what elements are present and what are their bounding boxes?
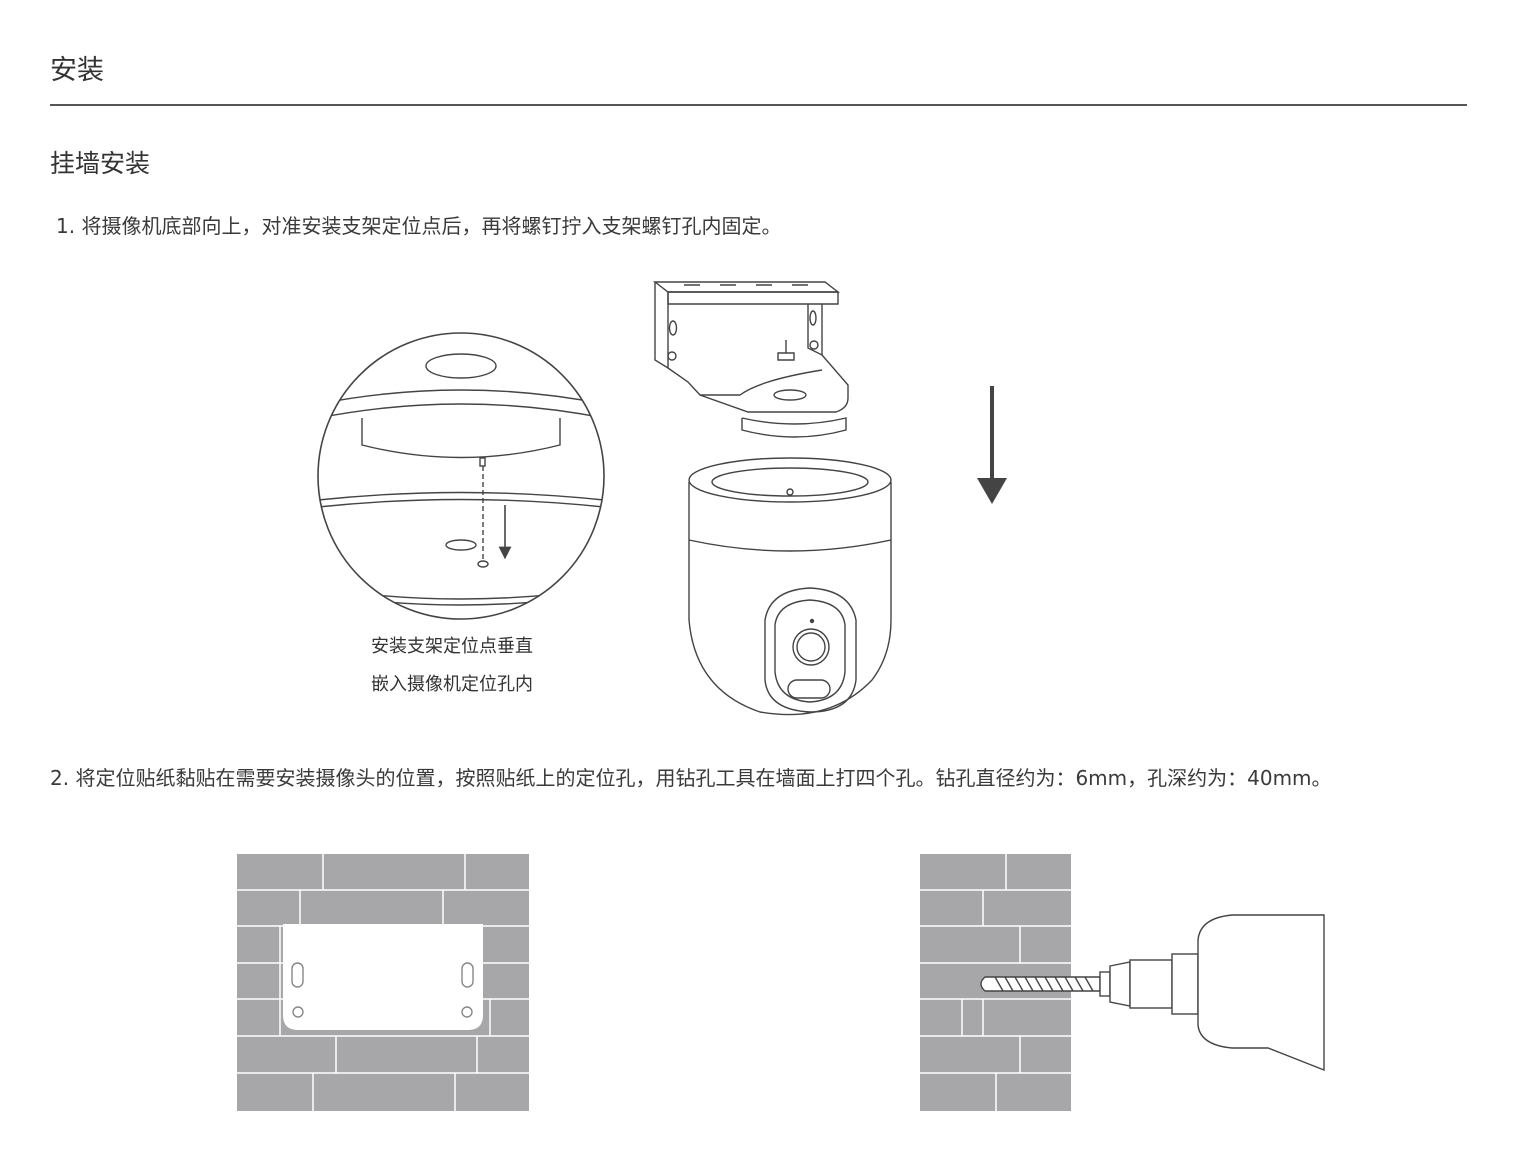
section-title: 安装	[50, 55, 104, 86]
caption-line-2: 嵌入摄像机定位孔内	[371, 674, 533, 695]
down-arrow-icon	[977, 386, 1007, 504]
wall-with-sticker-illustration	[237, 854, 529, 1111]
wall-drilling-illustration	[920, 854, 1325, 1111]
camera-illustration	[688, 457, 892, 716]
figure-1-caption: 安装支架定位点垂直 嵌入摄像机定位孔内	[332, 628, 572, 704]
section-divider	[50, 104, 1467, 106]
subsection-title: 挂墙安装	[50, 149, 151, 178]
caption-line-1: 安装支架定位点垂直	[371, 636, 533, 657]
step-2-text: 2. 将定位贴纸黏贴在需要安装摄像头的位置，按照贴纸上的定位孔，用钻孔工具在墙面…	[50, 766, 1332, 790]
mounting-bracket-illustration	[652, 281, 849, 438]
magnified-detail-illustration	[317, 332, 605, 620]
step-1-text: 1. 将摄像机底部向上，对准安装支架定位点后，再将螺钉拧入支架螺钉孔内固定。	[56, 214, 782, 238]
